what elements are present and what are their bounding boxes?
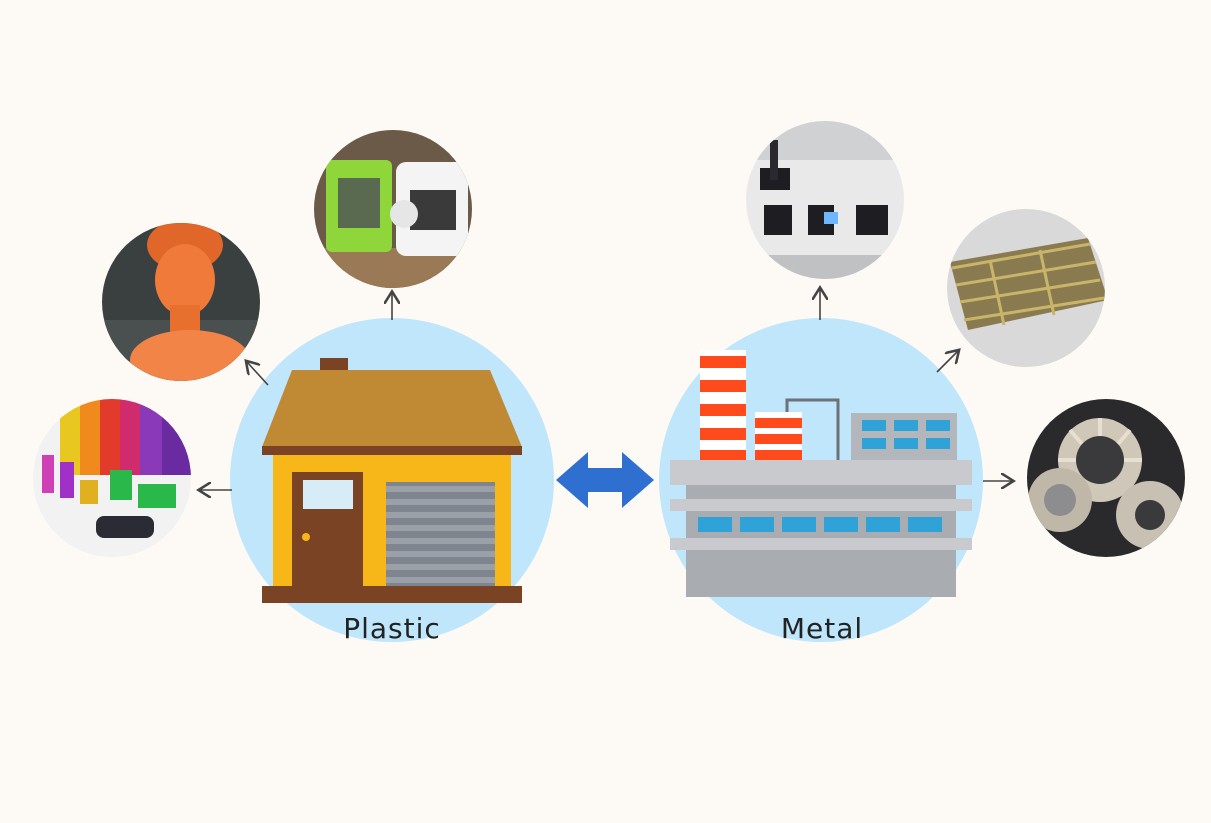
factory-icon [670,350,972,597]
arrow-to-lattice-photo [936,351,958,373]
arrow-to-bust-photo [247,362,269,386]
house-icon [262,358,522,603]
double-arrow-icon [556,452,654,508]
photo-orange-printed-bust [102,223,260,381]
plastic-label: Plastic [343,612,441,645]
photo-metal-turbine-parts [1027,399,1185,557]
photo-filament-spools-and-printed-figures [33,399,191,557]
photo-metal-lattice-structure [947,209,1105,367]
photo-desktop-3d-printers [314,130,472,288]
photo-industrial-metal-printer [746,121,904,279]
metal-label: Metal [780,612,864,645]
